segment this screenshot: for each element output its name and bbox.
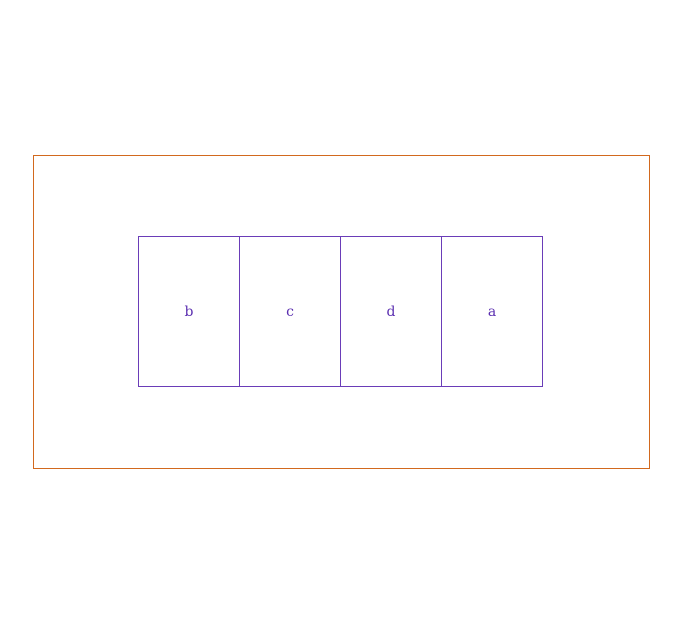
cell-c: c xyxy=(239,236,341,387)
cell-d: d xyxy=(340,236,442,387)
cell-label: c xyxy=(286,303,294,320)
cell-a: a xyxy=(441,236,543,387)
cell-b: b xyxy=(138,236,240,387)
outer-frame xyxy=(33,155,650,469)
cells-row: b c d a xyxy=(138,236,546,387)
cell-label: a xyxy=(487,303,497,320)
cell-label: d xyxy=(386,303,396,320)
cell-label: b xyxy=(184,303,194,320)
